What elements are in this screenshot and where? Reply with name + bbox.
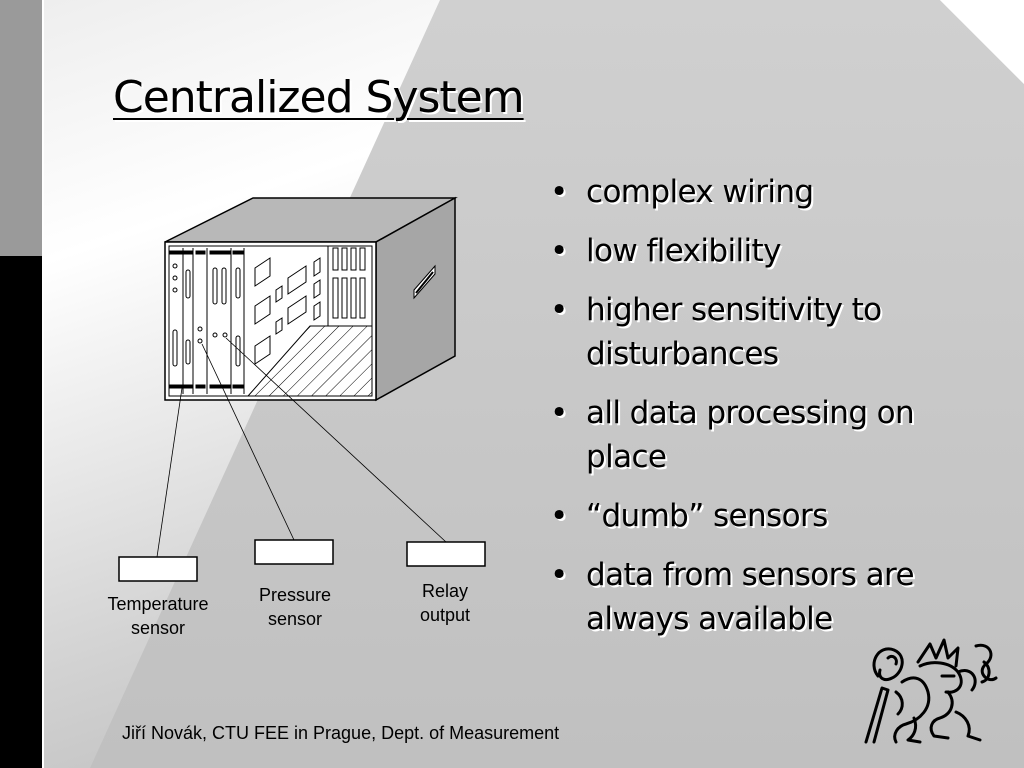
slide-title: Centralized System <box>113 72 525 123</box>
cabinet-boards <box>254 247 366 365</box>
temperature-sensor-box <box>118 556 198 582</box>
left-bar-separator <box>42 0 44 768</box>
wires <box>156 337 447 558</box>
lion-logo-icon <box>864 638 998 744</box>
relay-output-box <box>406 541 486 567</box>
left-bar-bottom <box>0 256 42 768</box>
wire-pressure <box>201 343 295 541</box>
bullet-item: higher sensitivity to disturbances <box>548 288 998 376</box>
bullet-item: complex wiring <box>548 170 998 214</box>
bullet-item: low flexibility <box>548 229 998 273</box>
left-bar-top <box>0 0 42 256</box>
wire-temperature <box>156 387 183 558</box>
rack-modules <box>169 248 245 394</box>
bullet-item: “dumb” sensors <box>548 494 998 538</box>
pressure-sensor-label: Pressure sensor <box>258 585 332 629</box>
footer-credit: Jiří Novák, CTU FEE in Prague, Dept. of … <box>122 723 560 743</box>
temperature-sensor-label: Temperature sensor <box>107 594 209 638</box>
bullet-item: data from sensors are always available <box>548 553 998 641</box>
pressure-sensor-box <box>254 539 334 565</box>
relay-output-label: Relay output <box>419 581 471 625</box>
bullet-list: complex wiring low flexibility higher se… <box>548 170 998 656</box>
bullet-item: all data processing on place <box>548 391 998 479</box>
central-cabinet <box>164 196 458 402</box>
wire-relay <box>225 337 447 543</box>
